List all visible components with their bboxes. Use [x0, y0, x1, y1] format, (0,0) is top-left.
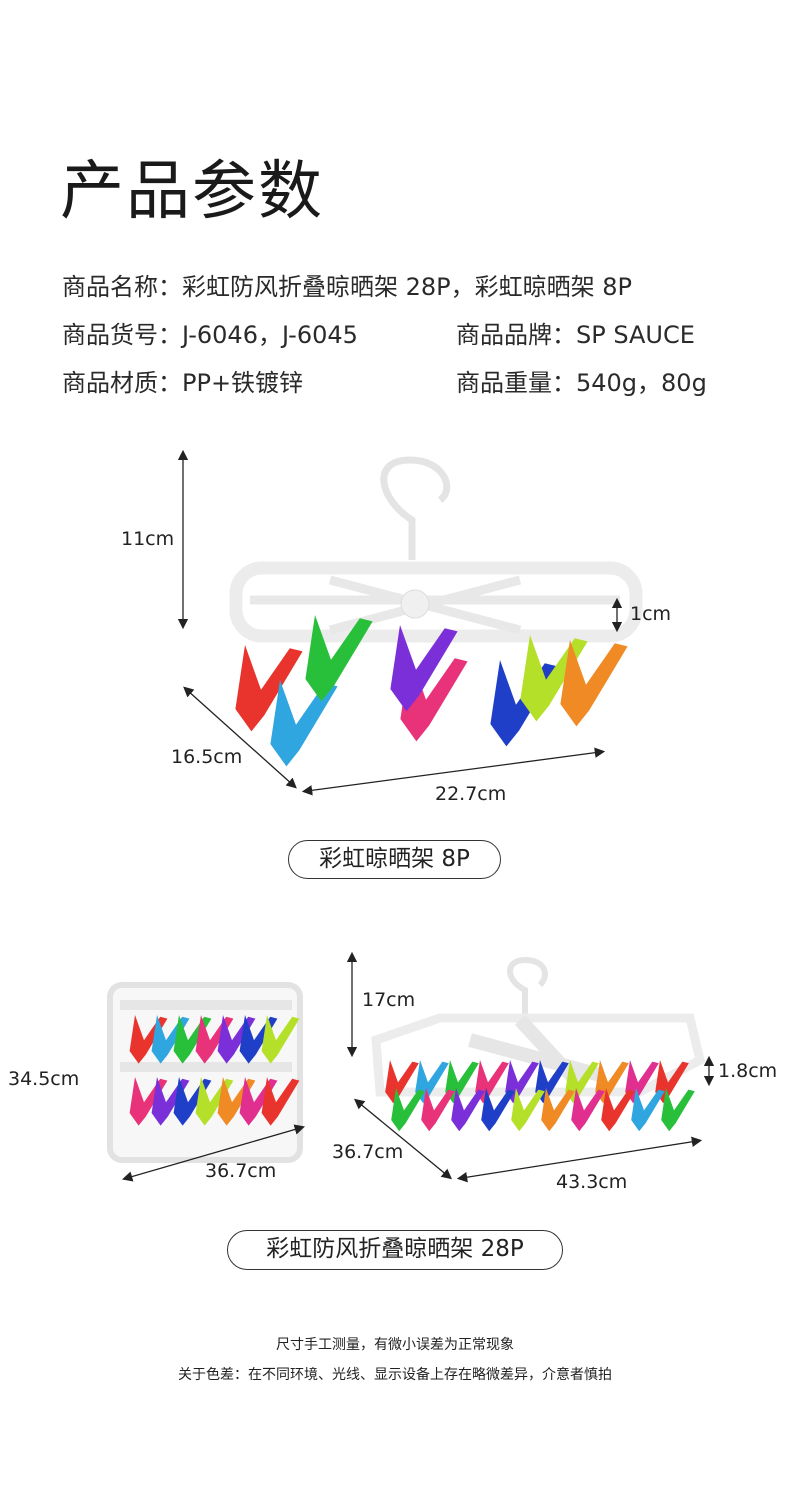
dim-28p-folded-height: 34.5cm: [8, 1068, 80, 1090]
spec-weight: 商品重量：540g，80g: [456, 363, 707, 398]
clothes-peg: [661, 1088, 695, 1132]
spec-value: J-6046，J-6045: [182, 321, 358, 349]
dim-28p-thickness: 1.8cm: [718, 1060, 778, 1082]
dim-8p-thickness: 1cm: [630, 603, 672, 625]
clothes-peg: [560, 640, 628, 727]
dim-8p-width: 22.7cm: [435, 783, 507, 805]
spec-label: 商品品牌：: [456, 321, 576, 349]
dim-8p-height: 11cm: [121, 528, 175, 550]
spec-label: 商品材质：: [62, 369, 182, 397]
spec-label: 商品名称：: [62, 273, 182, 301]
spec-value: PP+铁镀锌: [182, 369, 304, 397]
clothes-peg: [601, 1088, 635, 1132]
spec-name: 商品名称：彩虹防风折叠晾晒架 28P，彩虹晾晒架 8P: [62, 267, 632, 302]
dim-28p-folded-width: 36.7cm: [205, 1160, 277, 1182]
dim-28p-width: 43.3cm: [556, 1171, 628, 1193]
spec-material: 商品材质：PP+铁镀锌: [62, 363, 303, 398]
spec-value: SP SAUCE: [576, 321, 695, 349]
clothes-peg: [451, 1088, 485, 1132]
spec-label: 商品重量：: [456, 369, 576, 397]
hanger-8p-image: [229, 456, 643, 767]
spec-label: 商品货号：: [62, 321, 182, 349]
clothes-peg: [481, 1088, 515, 1132]
clothes-peg: [571, 1088, 605, 1132]
dim-8p-depth: 16.5cm: [171, 746, 243, 768]
dimension-arrows: [122, 449, 715, 1183]
clothes-peg: [385, 1060, 419, 1104]
spec-brand: 商品品牌：SP SAUCE: [456, 315, 695, 350]
page-title: 产品参数: [60, 155, 324, 229]
dim-28p-depth: 36.7cm: [332, 1141, 404, 1163]
footer-note-color: 关于色差：在不同环境、光线、显示设备上存在略微差异，介意者慎拍: [178, 1367, 612, 1383]
caption-8p: 彩虹晾晒架 8P: [288, 840, 501, 879]
footer-note-measurement: 尺寸手工测量，有微小误差为正常现象: [276, 1337, 514, 1353]
clothes-peg: [261, 1077, 300, 1126]
hanger-28p-open-image: [371, 956, 706, 1132]
clothes-peg: [541, 1088, 575, 1132]
clothes-peg: [261, 1015, 300, 1064]
dim-28p-height: 17cm: [362, 989, 416, 1011]
caption-28p: 彩虹防风折叠晾晒架 28P: [227, 1230, 563, 1270]
spec-value: 彩虹防风折叠晾晒架 28P，彩虹晾晒架 8P: [182, 273, 633, 301]
hanger-28p-folded-image: [107, 982, 303, 1163]
spec-value: 540g，80g: [576, 369, 707, 397]
spec-model: 商品货号：J-6046，J-6045: [62, 315, 358, 350]
clothes-peg: [631, 1088, 665, 1132]
clothes-peg: [305, 615, 373, 702]
clothes-peg: [390, 625, 458, 712]
clothes-peg: [511, 1088, 545, 1132]
